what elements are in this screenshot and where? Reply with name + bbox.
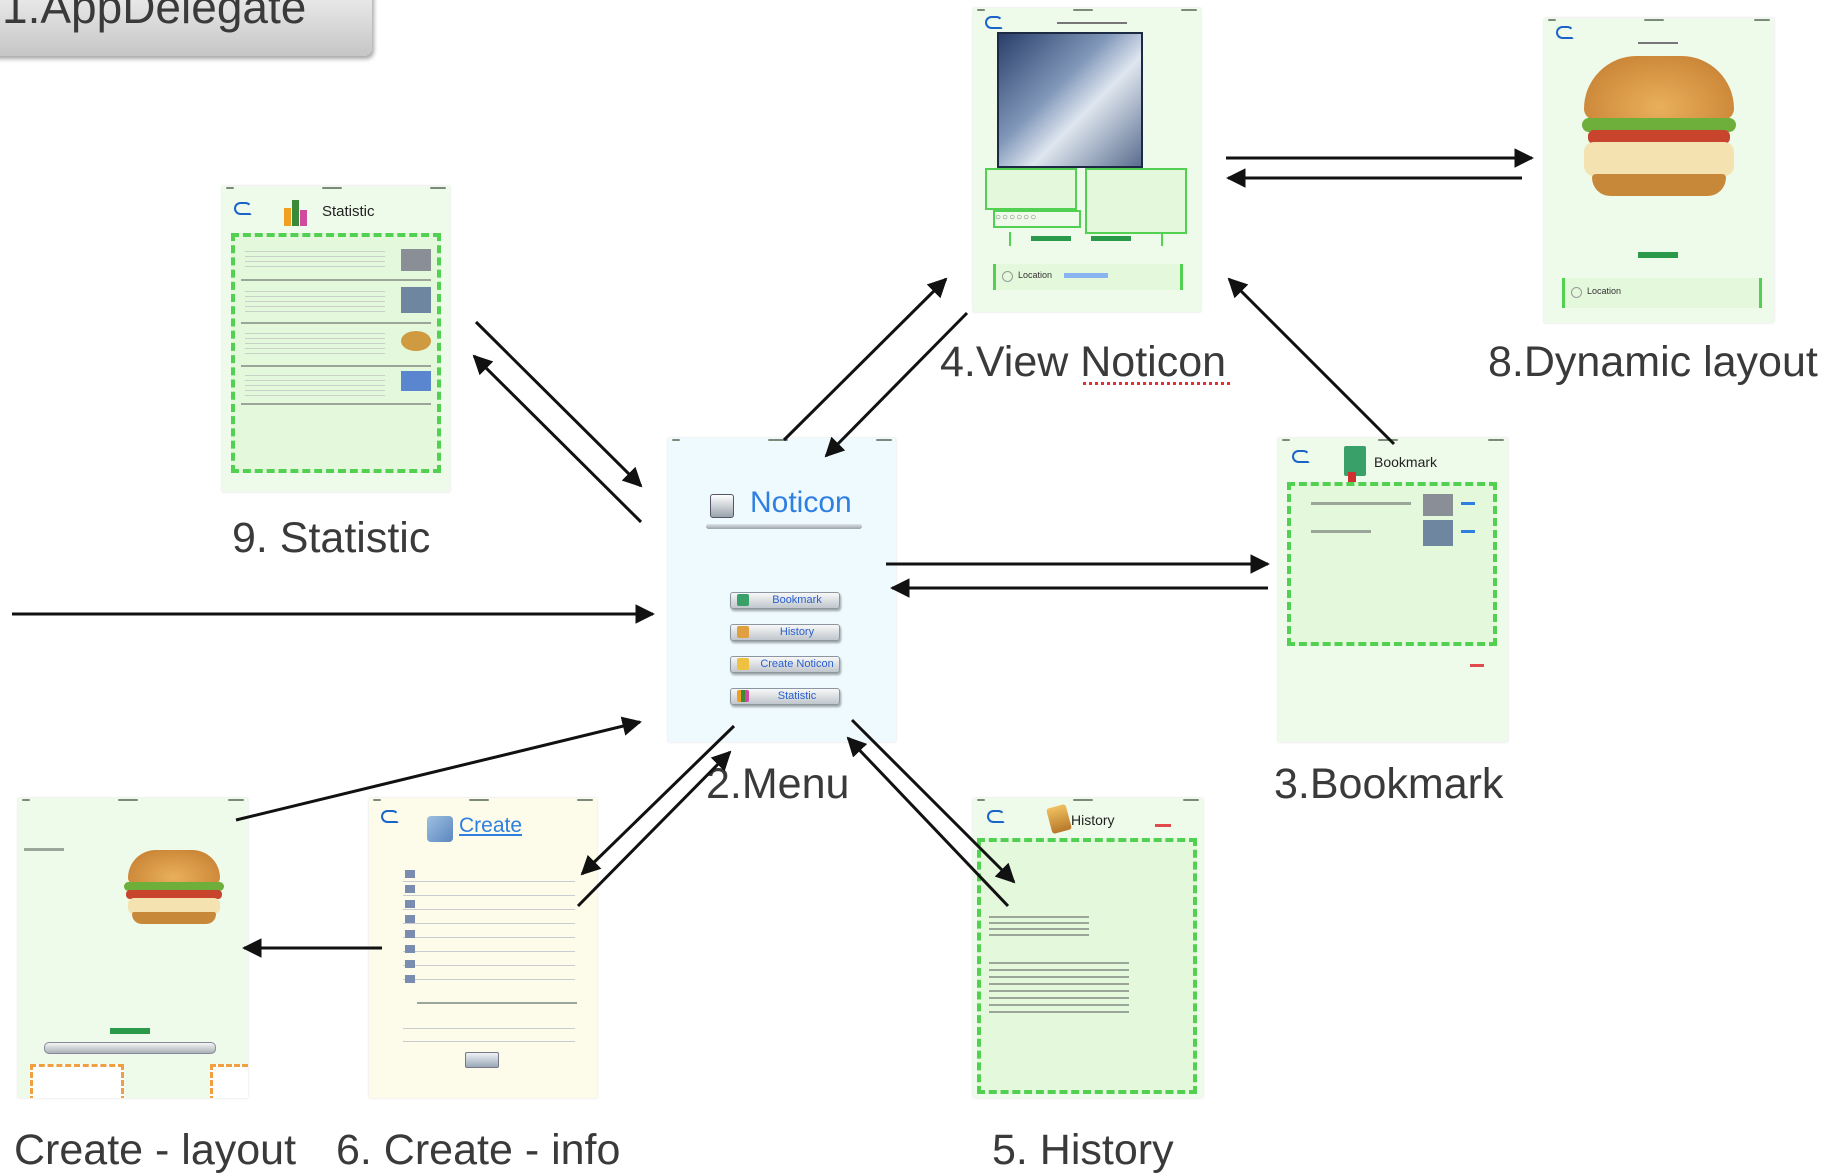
create-noticon-button[interactable]: Create Noticon [730, 656, 840, 673]
book-icon [1344, 446, 1366, 482]
slider[interactable] [44, 1042, 216, 1054]
divider [241, 279, 431, 281]
bookmark-button[interactable]: Bookmark [730, 592, 840, 609]
create-layout-caption: Create - layout [14, 1126, 297, 1174]
form-fields[interactable] [403, 868, 575, 992]
action-buttons[interactable] [1009, 232, 1163, 246]
view-noticon-caption: 4.View Noticon [940, 338, 1227, 386]
status-bar [973, 798, 1203, 804]
thumbnail [1423, 494, 1453, 516]
statistic-list-frame [231, 233, 441, 473]
arrow-history-to-menu [846, 736, 1010, 908]
dynamic-layout-screen: Location [1544, 18, 1774, 323]
pencil-icon [737, 658, 749, 670]
dynamic-layout-caption: 8.Dynamic layout [1488, 338, 1818, 386]
title-underline [706, 524, 862, 529]
book-icon [737, 594, 749, 606]
divider [241, 365, 431, 367]
arrow-view-to-menu [824, 311, 969, 458]
bookmark-screen: Bookmark [1278, 438, 1508, 742]
history-title: History [1071, 812, 1115, 828]
app-delegate-node: 1.AppDelegate [0, 0, 372, 56]
bookmark-list-frame [1287, 482, 1497, 646]
statistic-button[interactable]: Statistic [730, 688, 840, 705]
back-icon[interactable] [381, 810, 399, 823]
burger-image [1582, 56, 1736, 206]
info-card [30, 1064, 124, 1098]
divider [241, 403, 431, 405]
status-bar [369, 798, 597, 804]
statistic-chart-icon [284, 196, 308, 226]
create-layout-screen [18, 798, 248, 1098]
arrow-create-to-menu [576, 750, 732, 908]
rating-stars: ○○○○○○ [993, 210, 1081, 228]
back-icon[interactable] [1556, 26, 1574, 39]
location-label: Location [1587, 286, 1622, 296]
status-bar [668, 438, 896, 444]
feedback-box [1085, 168, 1187, 234]
thumbnail [1423, 520, 1453, 546]
chart-icon [737, 690, 749, 702]
info-card [210, 1064, 248, 1098]
action-button[interactable] [1638, 252, 1678, 258]
back-icon[interactable] [1292, 450, 1310, 463]
location-row[interactable]: Location [993, 264, 1183, 290]
history-caption: 5. History [992, 1126, 1174, 1174]
status-bar [18, 798, 248, 804]
clear-link[interactable] [1155, 824, 1171, 827]
arrow-menu-to-view [782, 277, 948, 442]
arrow-statistic-to-menu [474, 320, 643, 488]
arrow-menu-to-history [850, 718, 1016, 884]
location-label: Location [1018, 270, 1053, 280]
thumbnail [401, 371, 431, 391]
location-pin-icon [1002, 271, 1013, 282]
view-noticon-screen: ○○○○○○ Location [973, 8, 1201, 312]
time-fields[interactable] [403, 1016, 575, 1042]
statistic-screen: Statistic [222, 186, 450, 492]
create-title: Create [459, 814, 523, 837]
history-button[interactable]: History [730, 624, 840, 641]
submit-button[interactable] [465, 1052, 499, 1068]
create-info-screen: Create [369, 798, 597, 1098]
arrow-bookmark-to-view [1227, 277, 1396, 446]
location-pin-icon [1571, 287, 1582, 298]
info-box [985, 168, 1077, 210]
form-field-icons [405, 870, 415, 990]
noticon-logo-icon [710, 494, 734, 518]
menu-title: Noticon [750, 486, 852, 519]
location-row[interactable]: Location [1562, 278, 1762, 308]
poster-image [997, 32, 1143, 168]
clear-link[interactable] [1470, 664, 1484, 667]
thumbnail [401, 331, 431, 351]
bookmark-title: Bookmark [1374, 454, 1438, 470]
back-icon[interactable] [985, 16, 1003, 29]
back-icon[interactable] [234, 202, 252, 215]
thumbnail [401, 287, 431, 313]
bookmark-caption: 3.Bookmark [1274, 760, 1504, 808]
scroll-icon [737, 626, 749, 638]
spellcheck-underline [1083, 382, 1233, 385]
arrow-menu-to-create [580, 724, 736, 876]
status-bar [973, 8, 1201, 14]
burger-image [122, 850, 226, 930]
statistic-caption: 9. Statistic [232, 514, 431, 562]
status-bar [222, 186, 450, 192]
back-icon[interactable] [987, 810, 1005, 823]
action-button[interactable] [110, 1028, 150, 1034]
thumbnail [401, 249, 431, 271]
status-bar [1544, 18, 1774, 24]
arrow-layout-to-menu [235, 716, 642, 822]
app-delegate-label: 1.AppDelegate [2, 0, 307, 33]
divider [241, 322, 431, 324]
menu-screen: Noticon Bookmark History Create Noticon … [668, 438, 896, 742]
create-info-caption: 6. Create - info [336, 1126, 621, 1174]
statistic-title: Statistic [322, 203, 375, 220]
pencil-icon [427, 816, 453, 842]
arrow-menu-to-statistic [472, 354, 643, 524]
